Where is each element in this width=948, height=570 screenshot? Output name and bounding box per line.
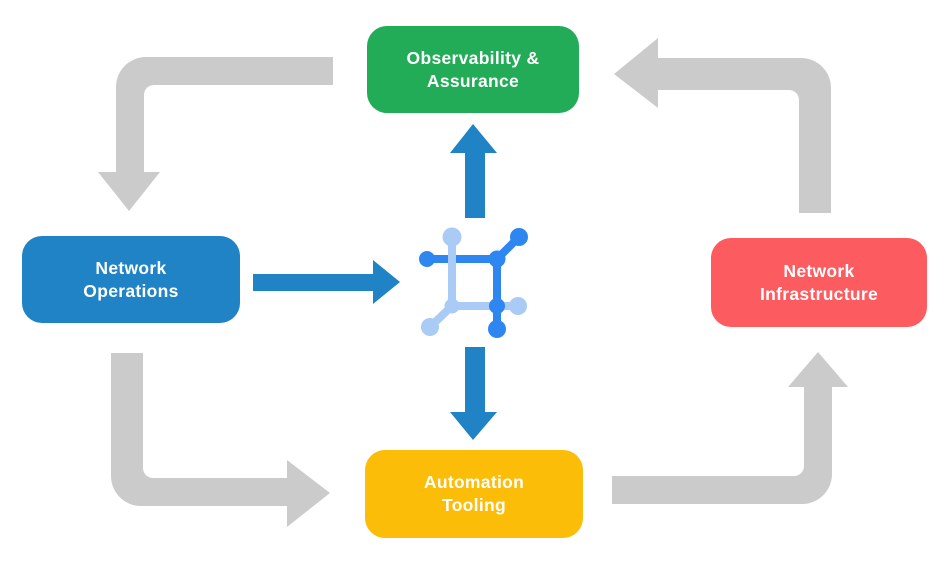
network-mesh-icon <box>419 227 528 338</box>
arrow-operations-to-center <box>253 260 400 304</box>
node-observability-assurance: Observability & Assurance <box>367 26 579 113</box>
mesh-dot-right <box>509 297 527 315</box>
mesh-dot-bottom <box>488 320 506 338</box>
mesh-dot-bottom-left <box>421 318 439 336</box>
node-label-line: Automation <box>423 472 525 492</box>
mesh-node-bottom-right <box>489 298 505 314</box>
arrow-observability-to-operations <box>98 57 333 211</box>
arrow-automation-to-infrastructure <box>612 352 848 504</box>
node-label-line: Observability & <box>406 47 540 68</box>
mesh-node-top-right <box>488 250 506 268</box>
node-automation-tooling: Automation Tooling <box>365 450 583 538</box>
node-label-line: Operations <box>83 280 179 301</box>
arrow-operations-to-automation <box>111 353 330 527</box>
mesh-dot-top <box>442 227 462 247</box>
node-label-line: Assurance <box>426 70 520 91</box>
node-label-line: Network <box>95 257 167 278</box>
mesh-dot-top-right <box>510 228 528 246</box>
node-network-infrastructure: Network Infrastructure <box>711 238 927 327</box>
arrow-infrastructure-to-observability <box>614 38 831 213</box>
node-label-line: Tooling <box>442 495 506 515</box>
node-network-operations: Network Operations <box>22 236 240 323</box>
arrow-center-to-observability <box>450 124 497 218</box>
mesh-dot-left <box>419 251 435 267</box>
mesh-node-bottom-left <box>444 298 460 314</box>
node-label-line: Infrastructure <box>760 283 878 304</box>
node-label-line: Network <box>783 260 855 281</box>
arrow-center-to-automation <box>450 347 497 440</box>
